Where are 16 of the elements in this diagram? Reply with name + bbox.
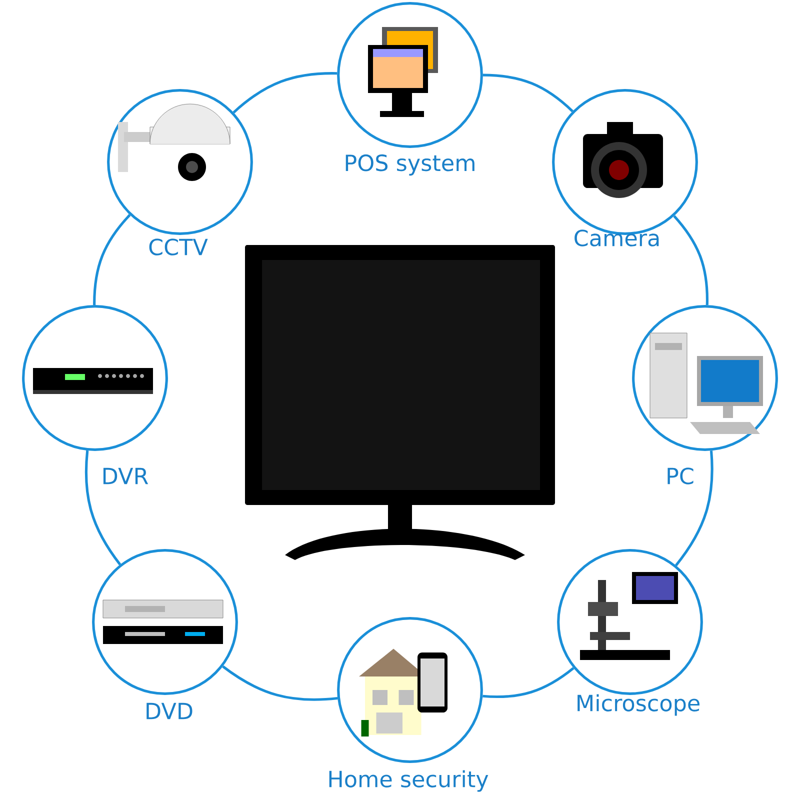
ring-arc [232,72,338,114]
ring-arc [84,450,122,566]
device-label: Camera [574,230,659,246]
device-label: Microscope [578,694,700,716]
ring-arc [673,215,708,306]
ring-arc [674,450,714,566]
device-label: Home security [329,770,488,792]
ring-arc [482,667,574,698]
device-label: DVR [103,468,148,484]
ring-arc [482,74,574,112]
device-label: POS system [346,154,474,176]
device-label: PC [668,468,694,484]
ring-arc [93,214,131,306]
device-label: DVD [146,702,192,720]
ring-arc [222,665,338,701]
device-label: CCTV [149,238,208,256]
